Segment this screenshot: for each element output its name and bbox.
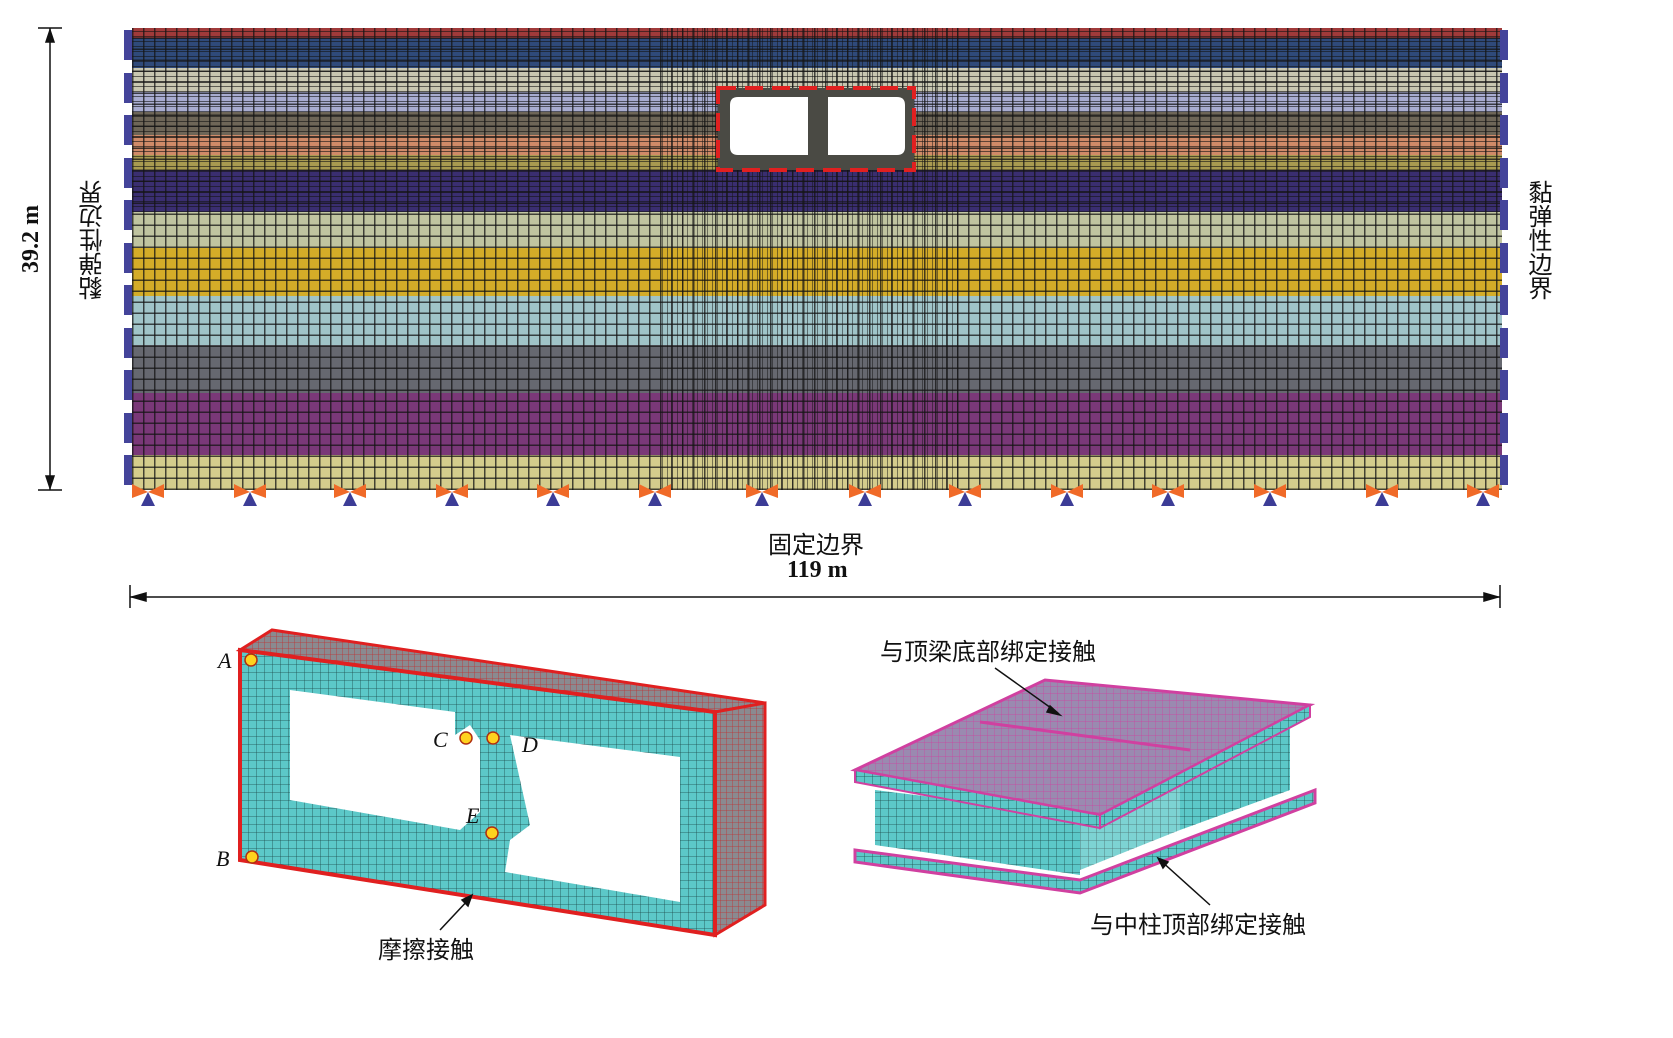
fixed-support-icon <box>132 484 164 506</box>
fixed-support-icon <box>1051 484 1083 506</box>
damper-icon <box>1500 72 1508 103</box>
column-top-tie-label: 与中柱顶部绑定接触 <box>1090 913 1306 939</box>
point-b-label: B <box>216 846 230 871</box>
damper-icon <box>1500 370 1508 400</box>
damper-icon <box>124 200 132 230</box>
point-a-label: A <box>218 648 232 673</box>
damper-icon <box>124 30 132 60</box>
point-c-label: C <box>433 727 448 752</box>
damper-icon <box>1500 242 1508 273</box>
contact-boundary-outline <box>716 86 916 172</box>
damper-icon <box>1500 412 1508 443</box>
fixed-support-icon <box>1152 484 1184 506</box>
fixed-support-icon <box>234 484 266 506</box>
fixed-support-icon <box>849 484 881 506</box>
fixed-support-icon <box>639 484 671 506</box>
top-beam-tie-label: 与顶梁底部绑定接触 <box>880 640 1096 666</box>
damper-icon <box>124 115 132 145</box>
damper-icon <box>124 455 132 485</box>
damper-icon <box>1500 115 1508 145</box>
damper-icon <box>124 242 132 273</box>
damper-icon <box>124 327 132 358</box>
damper-icon <box>1500 285 1508 315</box>
damper-icon <box>124 157 132 188</box>
fixed-support-icon <box>949 484 981 506</box>
damper-icon <box>1500 157 1508 188</box>
friction-contact-label: 摩擦接触 <box>378 938 474 964</box>
point-d-label: D <box>522 732 538 757</box>
fixed-support-icon <box>436 484 468 506</box>
bottom-boundary-label: 固定边界 <box>768 533 864 559</box>
fixed-support-icon <box>746 484 778 506</box>
damper-icon <box>124 285 132 315</box>
fixed-support-icon <box>1467 484 1499 506</box>
damper-icon <box>124 370 132 400</box>
damper-icon <box>1500 327 1508 358</box>
fixed-support-icon <box>1366 484 1398 506</box>
damper-icon <box>124 72 132 103</box>
fixed-support-icon <box>1254 484 1286 506</box>
fixed-support-icon <box>537 484 569 506</box>
point-e-label: E <box>466 803 480 828</box>
damper-icon <box>1500 455 1508 485</box>
fixed-support-icon <box>334 484 366 506</box>
damper-icon <box>124 412 132 443</box>
width-dimension-label: 119 m <box>787 557 848 583</box>
damper-icon <box>1500 200 1508 230</box>
right-boundary-label: 黏弹性边界 <box>1524 180 1550 300</box>
damper-icon <box>1500 30 1508 60</box>
